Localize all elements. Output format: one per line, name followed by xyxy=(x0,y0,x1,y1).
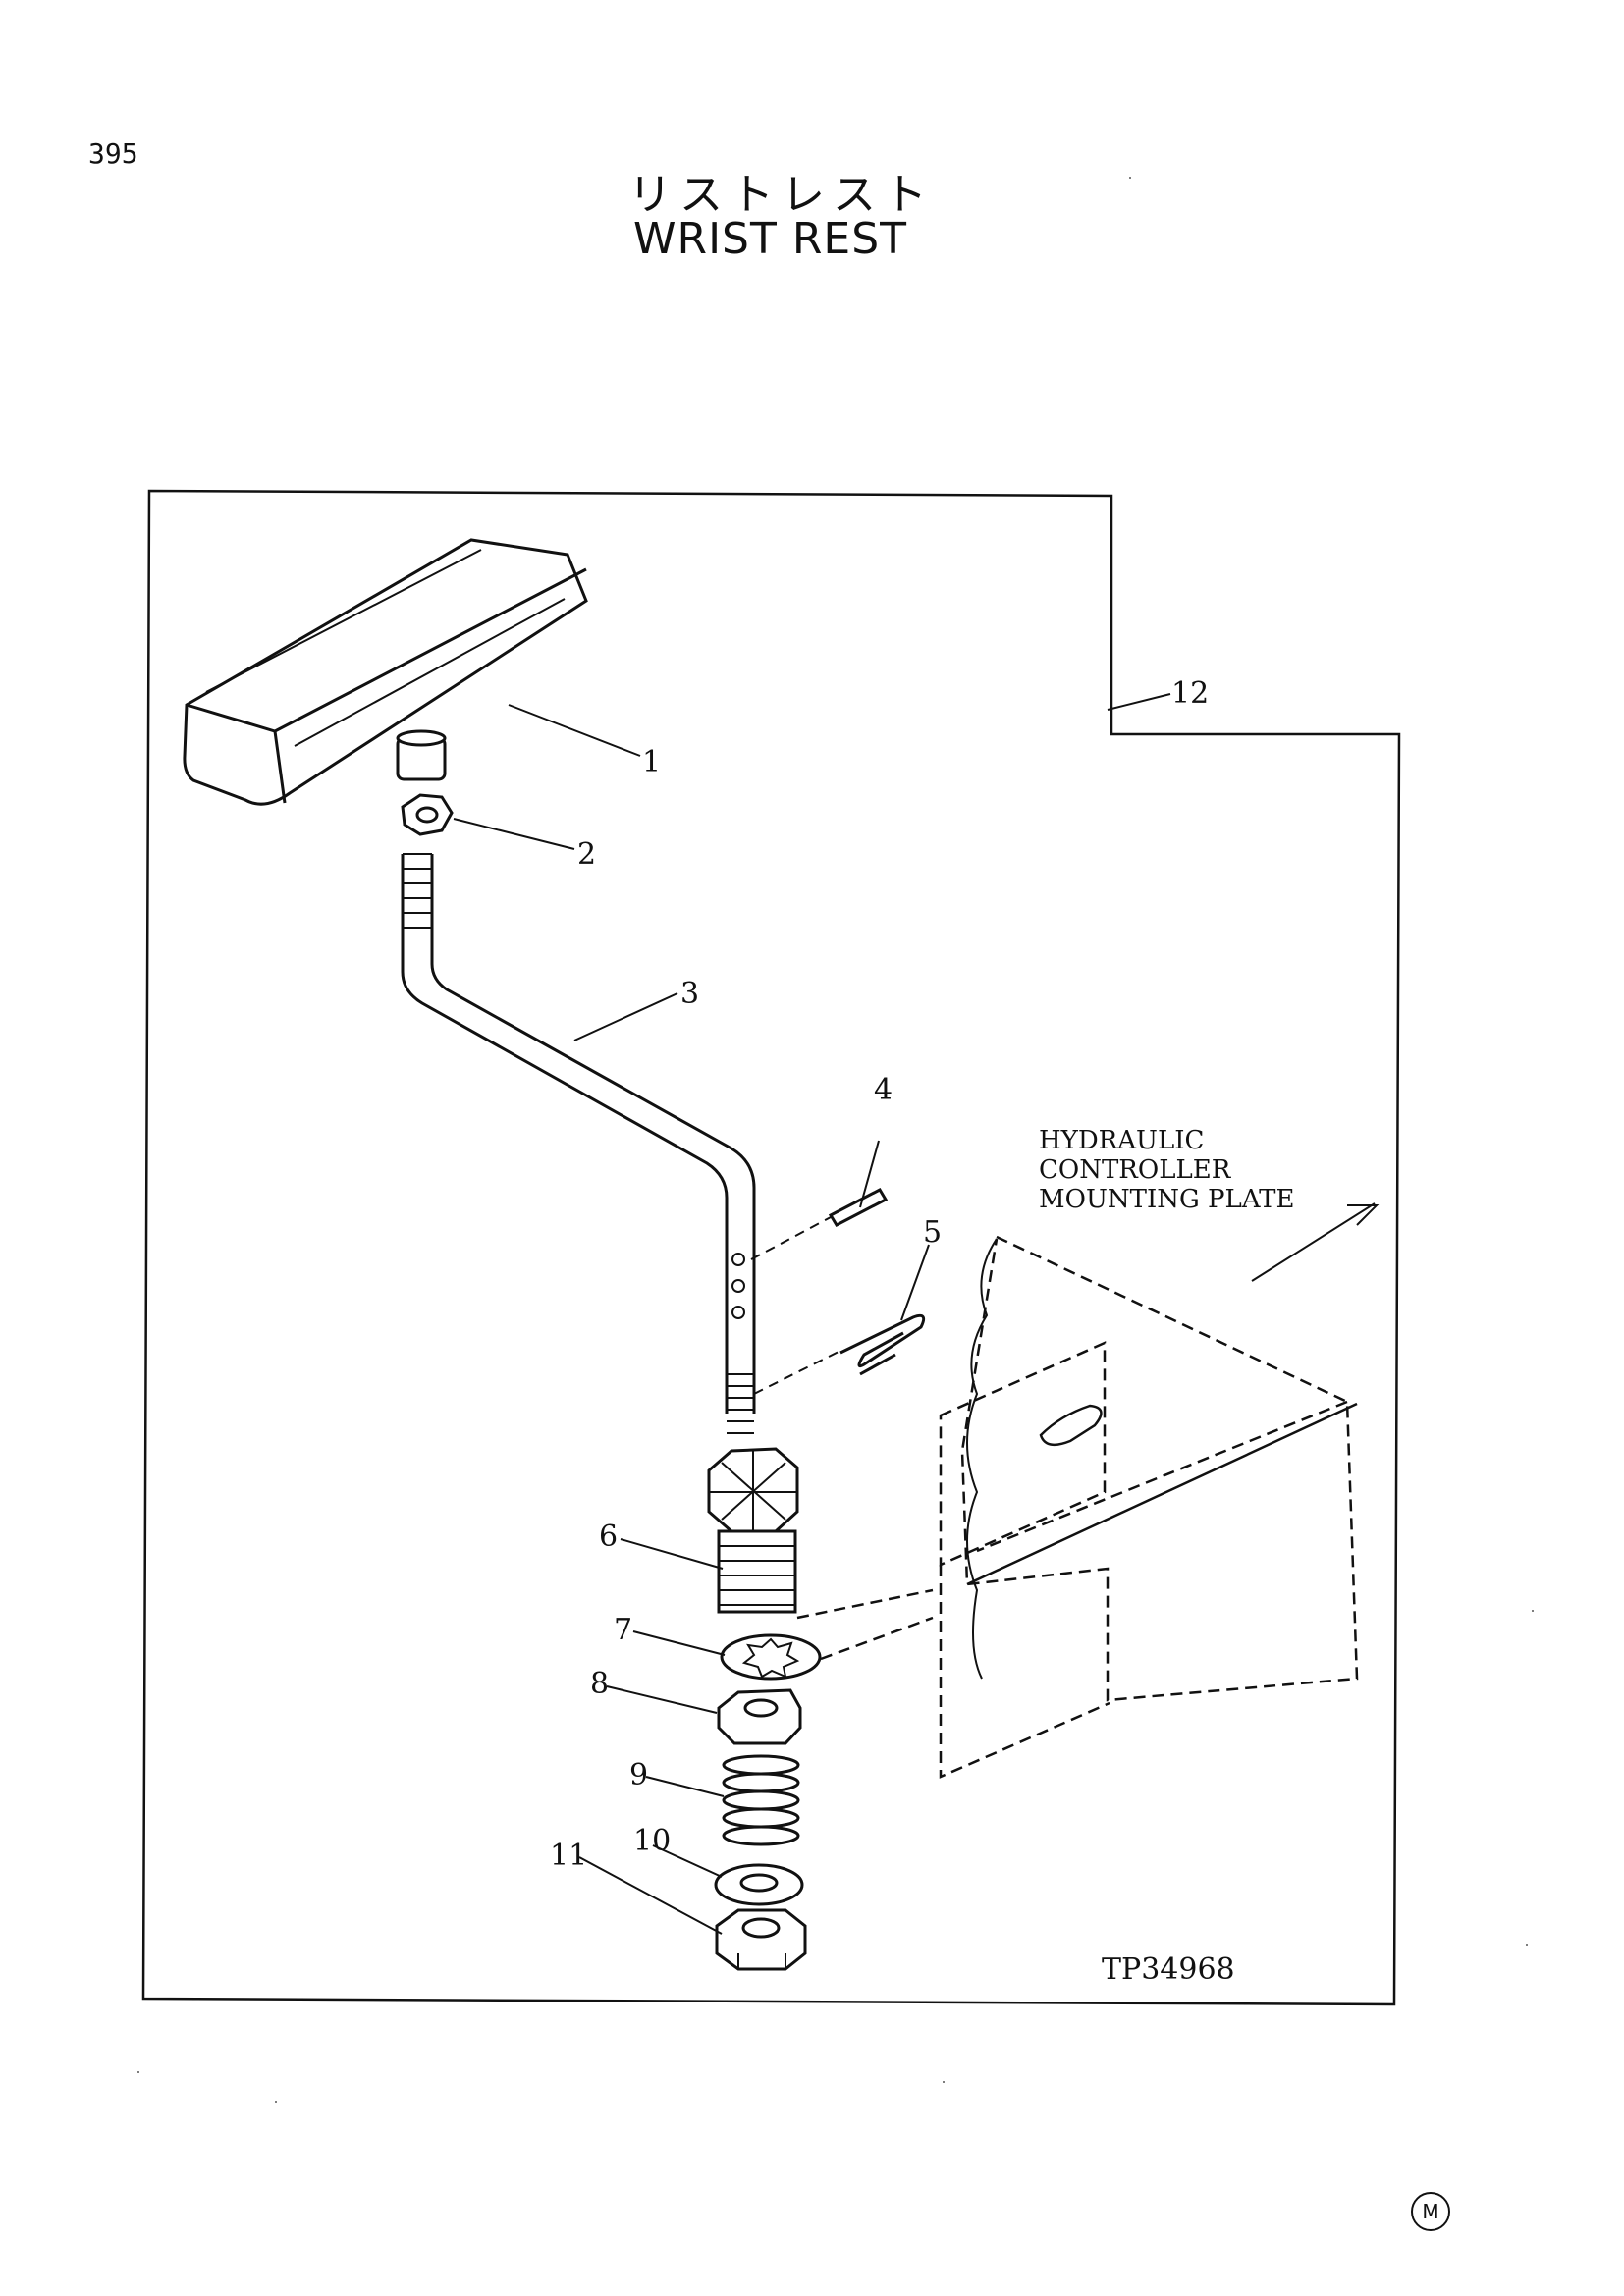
callout-5: 5 xyxy=(923,1215,942,1250)
lock-washer xyxy=(720,1633,822,1681)
hex-nut xyxy=(717,1688,802,1745)
pin xyxy=(828,1188,889,1227)
scan-speck xyxy=(1129,177,1131,179)
callout-11: 11 xyxy=(550,1839,587,1873)
callout-2: 2 xyxy=(577,837,596,872)
bolt xyxy=(707,1447,799,1614)
plate-torn-edge xyxy=(966,1238,998,1680)
callout-3: 3 xyxy=(680,977,699,1011)
callout-9: 9 xyxy=(629,1758,648,1792)
scan-speck xyxy=(1532,1610,1534,1612)
mounting-plate xyxy=(796,1235,1359,1779)
plate-label-line-1: HYDRAULIC xyxy=(1039,1126,1204,1155)
scan-speck xyxy=(943,2081,945,2083)
callout-6: 6 xyxy=(599,1520,618,1554)
scan-speck xyxy=(275,2101,277,2103)
callout-1: 1 xyxy=(642,745,661,779)
spring xyxy=(722,1754,800,1846)
drawing-number: TP34968 xyxy=(1102,1952,1235,1987)
castle-nut xyxy=(715,1908,807,1971)
page-number: 395 xyxy=(88,137,138,170)
page-title-english: WRIST REST xyxy=(633,214,908,264)
clip-dashed-line xyxy=(753,1349,843,1395)
callout-10: 10 xyxy=(633,1824,671,1858)
callout-4: 4 xyxy=(874,1073,893,1107)
diagram-frame xyxy=(141,489,1401,2006)
arm-rod xyxy=(401,853,756,1434)
page-title-japanese: リストレスト xyxy=(628,170,935,220)
leader-lines xyxy=(453,693,1376,1935)
plate-label-leader xyxy=(1347,1204,1380,1226)
flat-washer xyxy=(714,1863,804,1906)
callout-7: 7 xyxy=(614,1613,632,1647)
plate-label-line-2: CONTROLLER xyxy=(1039,1155,1232,1185)
wrist-rest-pad xyxy=(183,538,588,806)
clip xyxy=(839,1313,926,1376)
scan-speck xyxy=(1526,1944,1528,1946)
footer-mark: M xyxy=(1411,2192,1450,2231)
pin-dashed-line xyxy=(750,1216,832,1260)
callout-12: 12 xyxy=(1171,676,1209,711)
top-nut xyxy=(401,793,454,836)
callout-8: 8 xyxy=(590,1667,609,1701)
scan-speck xyxy=(137,2071,139,2073)
plate-label-line-3: MOUNTING PLATE xyxy=(1039,1185,1294,1214)
